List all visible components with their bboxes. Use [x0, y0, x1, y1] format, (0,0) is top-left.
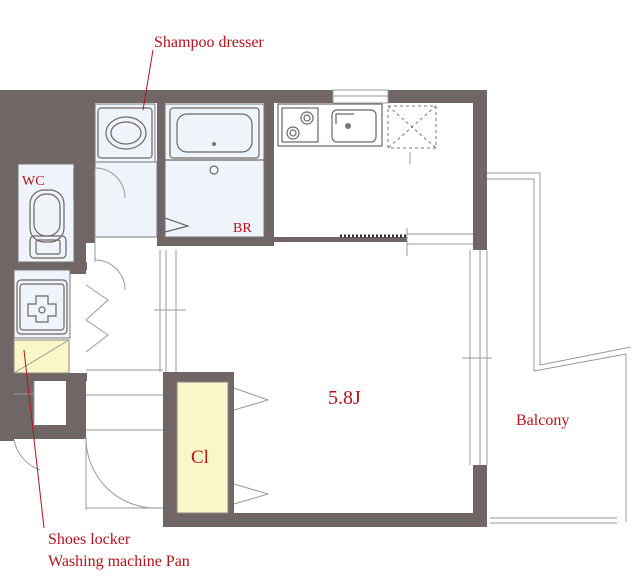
label-shoes-locker: Shoes locker: [48, 531, 131, 548]
walls: [0, 90, 487, 527]
label-washing-machine-pan: Washing machine Pan: [48, 553, 190, 570]
doors: [13, 167, 186, 510]
shoes-locker-leader: [23, 349, 45, 529]
label-closet: Cl: [191, 447, 209, 468]
label-balcony: Balcony: [516, 412, 569, 429]
kitchen: [277, 89, 437, 238]
label-room-size: 5.8J: [328, 387, 361, 409]
bathroom: [164, 103, 265, 238]
dresser-floor: [94, 161, 158, 238]
shampoo-dresser-leader: [142, 49, 154, 111]
shoes-locker: [13, 339, 70, 374]
washing-machine-pan: [13, 269, 71, 339]
shampoo-dresser: [94, 103, 156, 163]
label-wc: WC: [22, 174, 45, 189]
wc-room: [17, 163, 75, 263]
label-br: BR: [233, 221, 252, 236]
balcony-window: [406, 228, 492, 465]
closet: [176, 381, 270, 514]
label-shampoo-dresser: Shampoo dresser: [154, 34, 264, 51]
balcony-outline: [486, 172, 632, 524]
